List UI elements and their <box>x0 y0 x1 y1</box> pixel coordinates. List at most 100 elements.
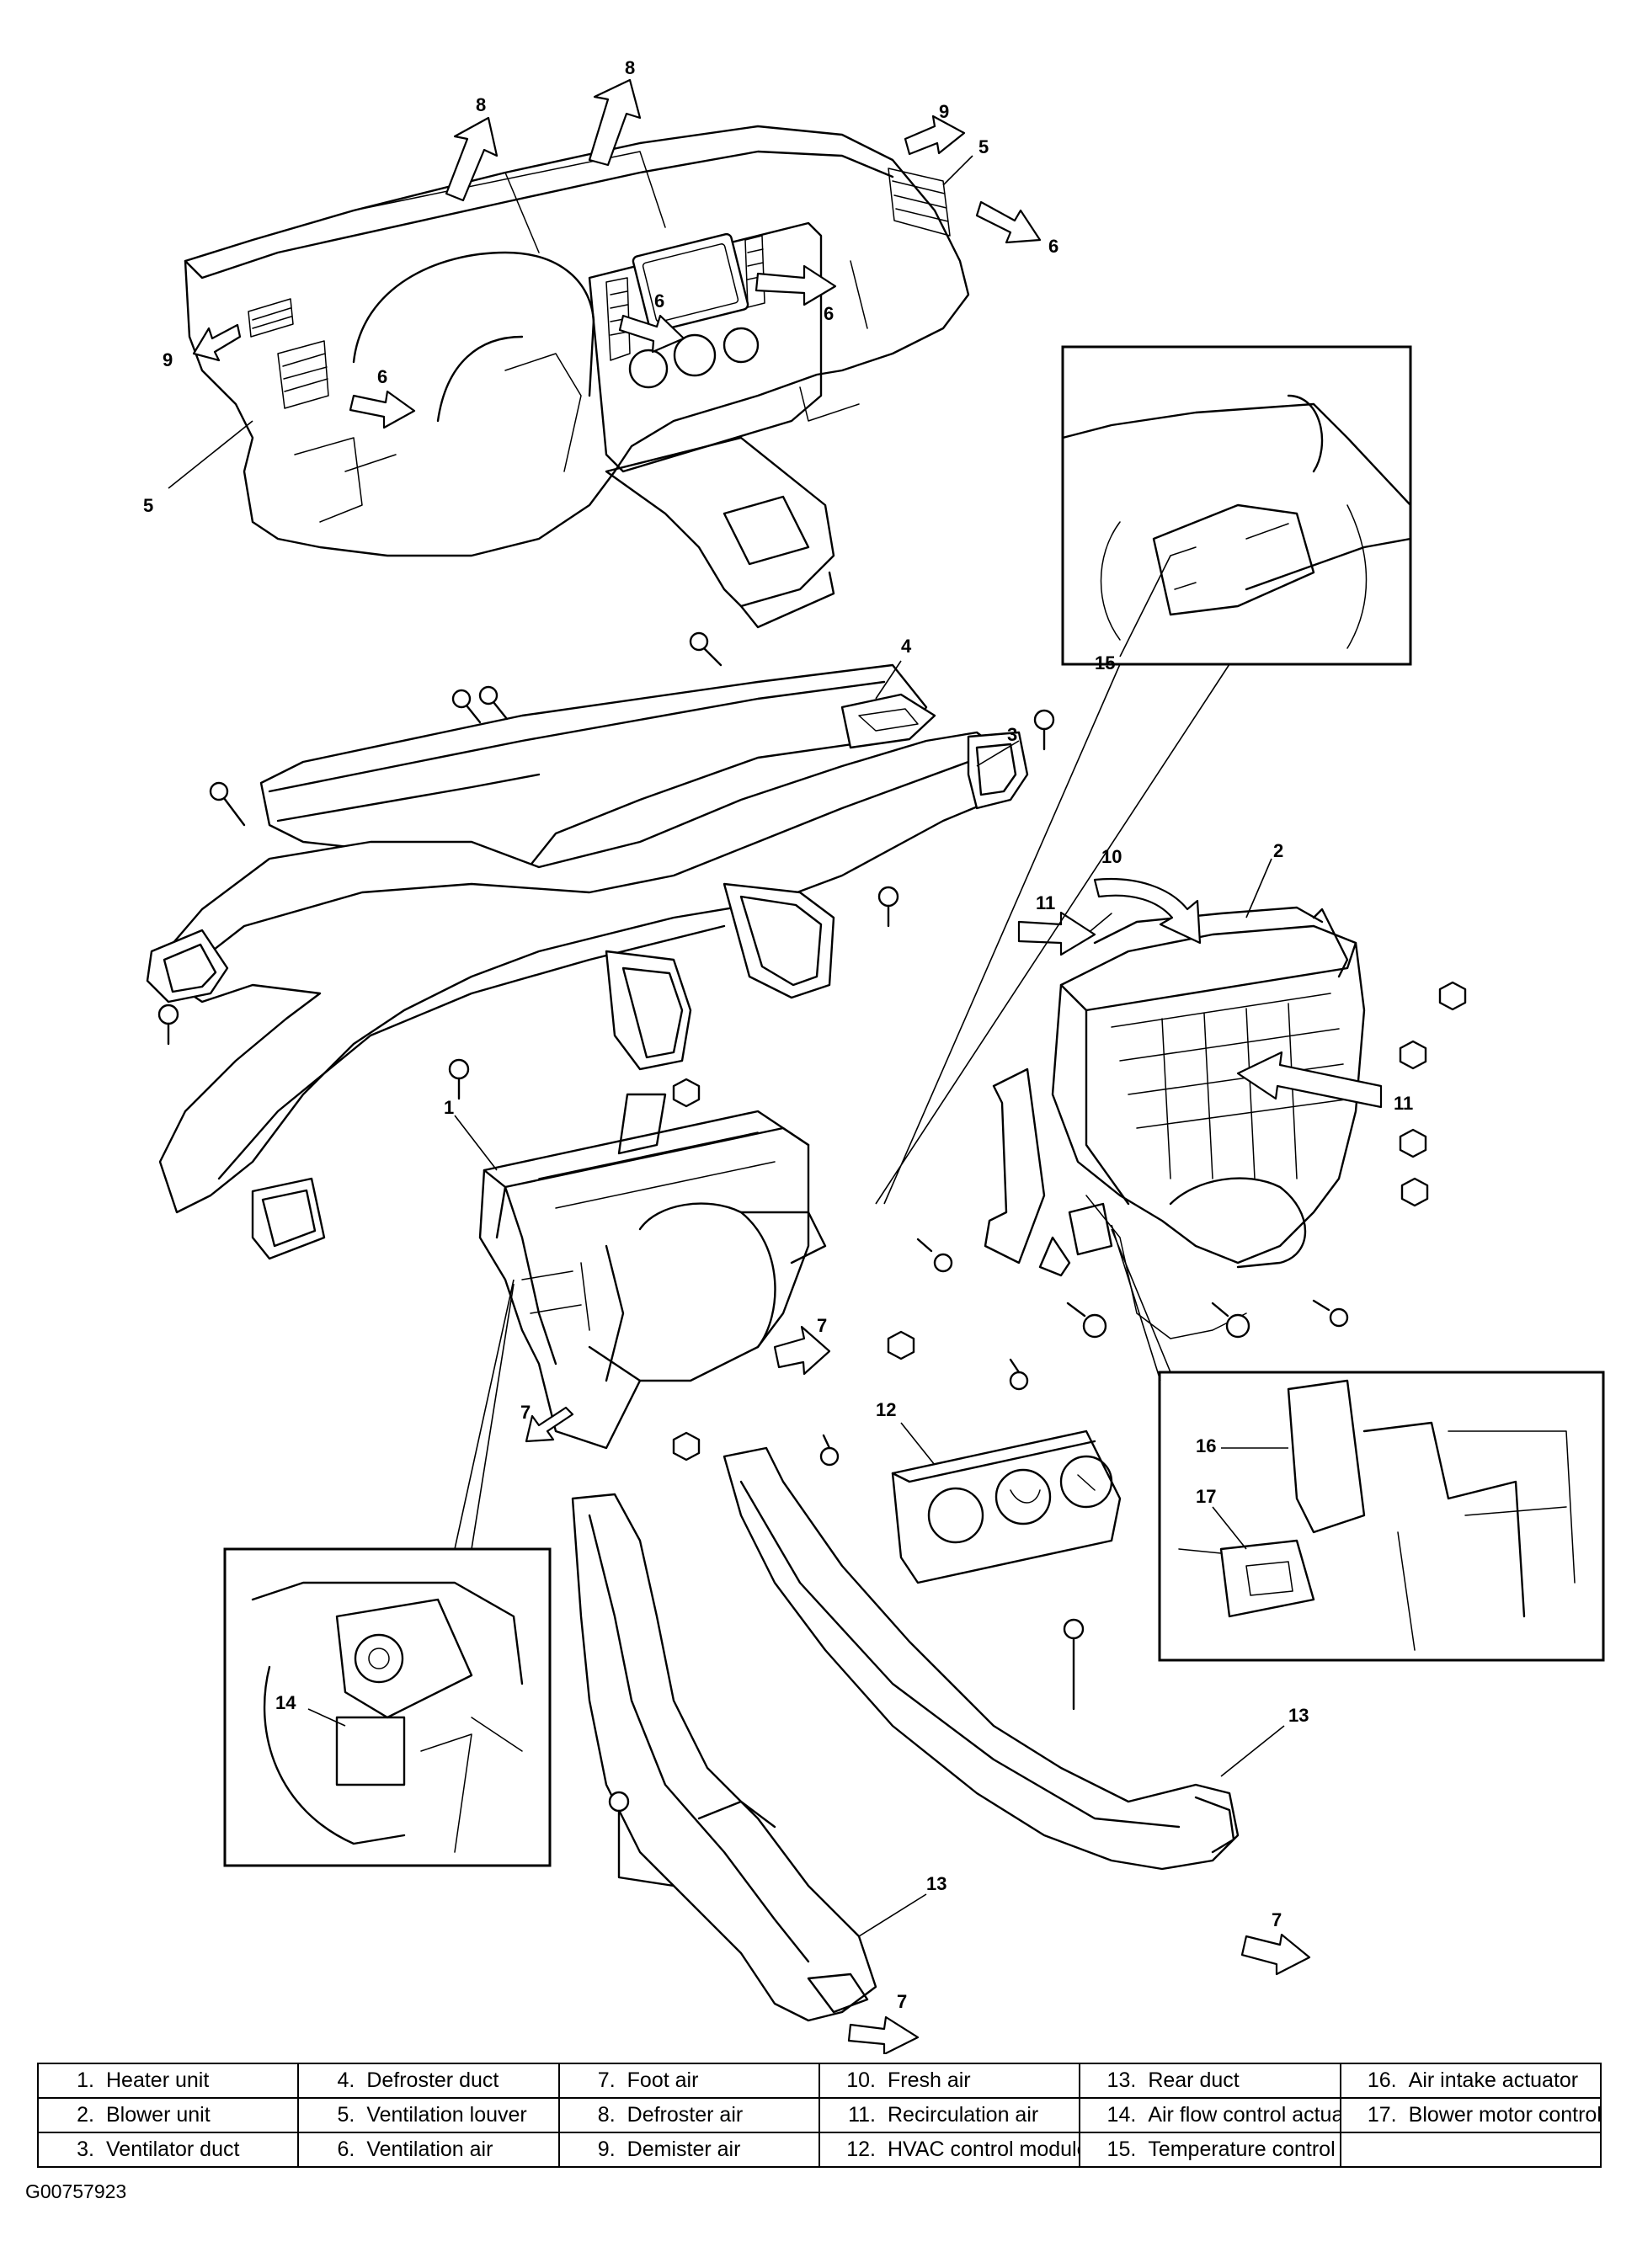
legend-row: 2.Blower unit 5.Ventilation louver 8.Def… <box>36 2097 1602 2133</box>
screw <box>819 1434 840 1467</box>
screw <box>1211 1302 1250 1339</box>
instrument-panel <box>184 125 970 629</box>
callout-3: 3 <box>1007 724 1017 745</box>
legend-row: 3.Ventilator duct 6.Ventilation air 9.De… <box>36 2132 1602 2168</box>
clip <box>448 1058 470 1100</box>
blower-unit <box>984 906 1366 1339</box>
legend-item: 16.Air intake actuator <box>1339 2063 1602 2099</box>
callout-7: 7 <box>817 1315 827 1336</box>
defroster-air-arrow <box>588 78 642 167</box>
callout-7: 7 <box>897 1991 907 2012</box>
callout-13: 13 <box>926 1873 946 1894</box>
foot-air-arrow <box>847 2015 920 2054</box>
callout-6: 6 <box>654 290 664 311</box>
callout-13: 13 <box>1288 1705 1309 1726</box>
legend-item: 14.Air flow control actuator <box>1079 2097 1341 2133</box>
screw <box>478 685 509 721</box>
callout-6: 6 <box>824 303 834 324</box>
legend-item: 1.Heater unit <box>36 2063 300 2099</box>
nut <box>1399 1128 1427 1158</box>
hvac-control-module <box>891 1429 1122 1584</box>
callout-5: 5 <box>978 136 989 157</box>
legend-item: 6.Ventilation air <box>297 2132 560 2168</box>
clip <box>608 1791 675 1887</box>
ventilation-air-arrow <box>755 264 837 306</box>
component-legend: 1.Heater unit 4.Defroster duct 7.Foot ai… <box>36 2063 1602 2168</box>
callout-14: 14 <box>275 1692 296 1713</box>
callout-4: 4 <box>901 636 912 657</box>
legend-item: 9.Demister air <box>557 2132 820 2168</box>
legend-item: 10.Fresh air <box>818 2063 1081 2099</box>
inset-airflow-actuator <box>223 1547 552 1867</box>
callout-5: 5 <box>143 495 153 516</box>
callout-17: 17 <box>1196 1486 1216 1507</box>
fresh-air-arrow <box>1093 878 1202 945</box>
inset-pointer <box>875 663 1230 1205</box>
screw <box>1312 1299 1349 1328</box>
recirculation-air-arrow <box>1017 911 1096 956</box>
heater-unit <box>478 1093 827 1450</box>
figure-id: G00757923 <box>25 2180 127 2202</box>
screw <box>451 689 482 724</box>
screw <box>209 781 246 827</box>
legend-item: 17.Blower motor controller <box>1339 2097 1602 2133</box>
defroster-air-arrow <box>445 116 499 202</box>
airflow-arrows-foot <box>525 1325 1311 2054</box>
clip <box>157 1004 179 1046</box>
callout-labels: 8 8 9 5 6 6 6 9 6 5 15 4 3 10 2 11 11 1 … <box>143 57 1413 2012</box>
airflow-arrows-blower <box>1017 878 1383 1109</box>
control-knob <box>1059 1455 1113 1509</box>
rear-duct-right <box>723 1446 1240 1871</box>
inset-temperature-actuator <box>1061 345 1412 666</box>
legend-row: 1.Heater unit 4.Defroster duct 7.Foot ai… <box>36 2063 1602 2099</box>
legend-item <box>1339 2132 1602 2168</box>
callout-12: 12 <box>876 1399 896 1420</box>
panel-knob <box>723 327 760 364</box>
ventilation-air-arrow <box>975 200 1042 244</box>
clip <box>877 886 899 928</box>
clip <box>1063 1618 1085 1711</box>
legend-item: 2.Blower unit <box>36 2097 300 2133</box>
callout-7: 7 <box>1272 1909 1282 1930</box>
callout-leaders <box>168 155 1288 1937</box>
legend-item: 4.Defroster duct <box>297 2063 560 2099</box>
legend-item: 13.Rear duct <box>1079 2063 1341 2099</box>
nut <box>887 1330 915 1360</box>
screw <box>916 1238 953 1273</box>
legend-item: 15.Temperature control actuator <box>1079 2132 1341 2168</box>
exploded-view-drawing: 8 8 9 5 6 6 6 9 6 5 15 4 3 10 2 11 11 1 … <box>143 57 1605 2054</box>
callout-2: 2 <box>1273 840 1283 861</box>
ventilation-air-arrow <box>349 390 416 429</box>
panel-knob <box>673 333 717 377</box>
inset-pointer <box>1111 1224 1171 1382</box>
inset-pointer <box>454 1279 515 1550</box>
legend-item: 12.HVAC control module <box>818 2132 1081 2168</box>
callout-6: 6 <box>1048 236 1058 257</box>
callout-7: 7 <box>520 1402 531 1423</box>
panel-knob <box>628 349 669 389</box>
ventilator-duct <box>146 731 1029 1260</box>
callout-10: 10 <box>1101 846 1122 867</box>
legend-item: 5.Ventilation louver <box>297 2097 560 2133</box>
center-display <box>632 232 749 333</box>
callout-9: 9 <box>939 101 949 122</box>
airflow-arrows-top <box>192 78 1042 429</box>
nut <box>672 1431 701 1461</box>
ventilation-air-arrow <box>618 314 685 354</box>
control-knob <box>994 1468 1052 1525</box>
inset-air-intake-actuator <box>1158 1371 1605 1662</box>
nut <box>672 1078 701 1108</box>
demister-air-arrow <box>904 114 966 156</box>
fasteners <box>157 631 1467 1887</box>
control-knob <box>927 1487 984 1544</box>
legend-item: 8.Defroster air <box>557 2097 820 2133</box>
screw <box>689 631 723 667</box>
callout-8: 8 <box>625 57 635 78</box>
callout-8: 8 <box>476 94 486 115</box>
screw <box>1009 1358 1029 1391</box>
callout-11: 11 <box>1394 1093 1413 1114</box>
callout-11: 11 <box>1036 892 1055 913</box>
nut <box>1438 981 1467 1011</box>
callout-1: 1 <box>444 1097 454 1118</box>
legend-item: 3.Ventilator duct <box>36 2132 300 2168</box>
